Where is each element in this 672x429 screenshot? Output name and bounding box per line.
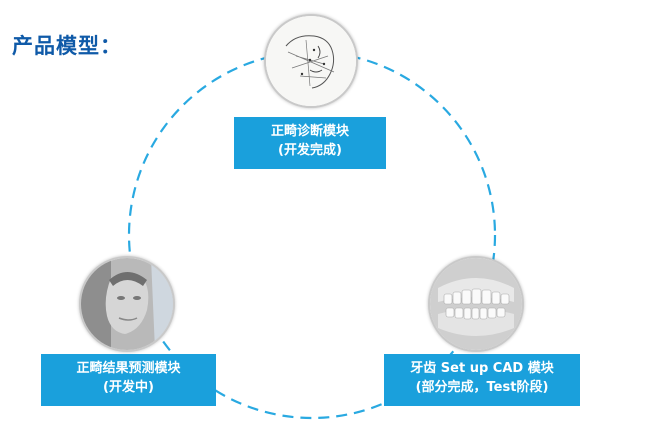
page-title: 产品模型： xyxy=(12,34,122,58)
module-name: 牙齿 Set up CAD 模块 xyxy=(410,361,554,376)
module-label-cad-setup: 牙齿 Set up CAD 模块 (部分完成，Test阶段) xyxy=(384,354,580,406)
cephalometric-xray-icon xyxy=(264,14,358,108)
teeth-model-icon xyxy=(428,256,524,352)
module-status: (开发完成) xyxy=(278,143,342,158)
face-photo-icon xyxy=(79,256,175,352)
module-label-diagnosis: 正畸诊断模块 (开发完成) xyxy=(234,117,386,169)
module-label-prediction: 正畸结果预测模块 (开发中) xyxy=(41,354,216,406)
module-name: 正畸诊断模块 xyxy=(270,124,349,139)
module-status: (部分完成，Test阶段) xyxy=(415,380,549,395)
module-name: 正畸结果预测模块 xyxy=(76,361,181,376)
module-status: (开发中) xyxy=(103,380,154,395)
